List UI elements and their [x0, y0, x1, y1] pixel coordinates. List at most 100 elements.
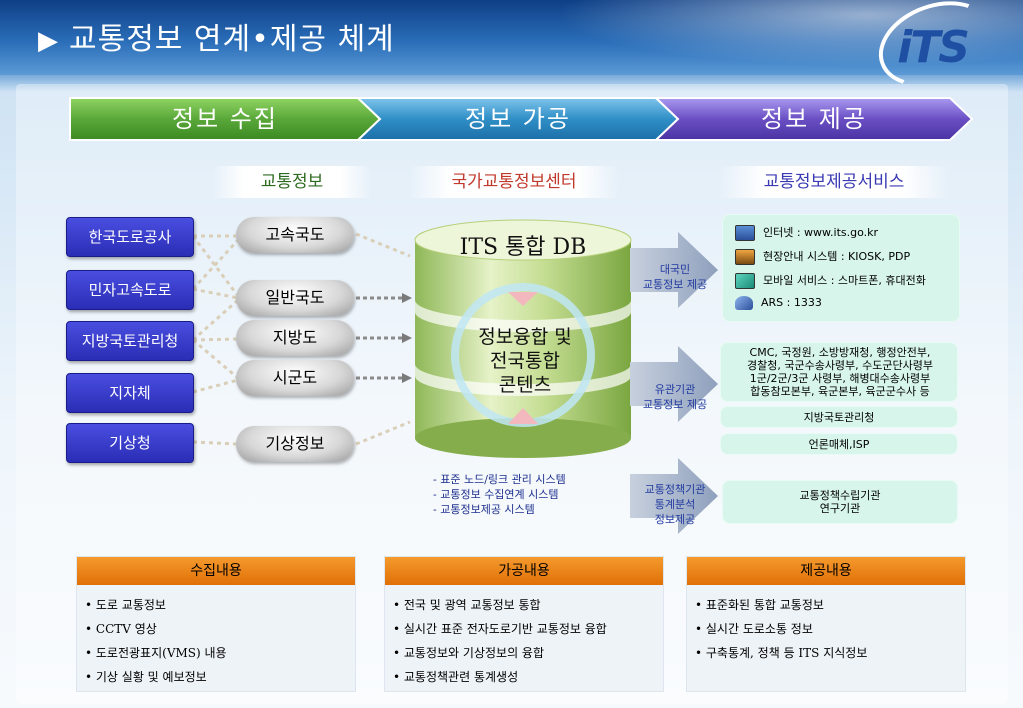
connector-line — [192, 440, 237, 446]
page-title: ▶교통정보 연계•제공 체계 — [38, 14, 395, 58]
collect-content-header: 수집내용 — [77, 557, 355, 585]
title-swoosh — [503, 0, 1023, 75]
arrow-label-line: 정보제공 — [654, 513, 696, 526]
arrow-public — [630, 232, 718, 308]
db-arrow-down — [508, 292, 538, 306]
arrow-label-line: 통계분석 — [654, 498, 696, 511]
connector-line — [192, 337, 239, 342]
source-korea-expressway: 한국도로공사 — [66, 217, 194, 257]
arrow-label-public: 대국민 교통정보 제공 — [633, 262, 717, 292]
stage-provide-label: 정보 제공 — [761, 105, 867, 133]
service-ars-text: ARS : 1333 — [761, 296, 822, 309]
system-note: - 교통정보제공 시스템 — [433, 503, 535, 516]
db-center-line: 정보융합 및 — [478, 326, 572, 348]
arrow-label-line: 교통정보 제공 — [642, 398, 708, 411]
db-center-line: 콘텐츠 — [498, 374, 552, 396]
system-note: - 교통정보 수집연계 시스템 — [433, 488, 559, 501]
connector-line — [191, 238, 240, 291]
service-box — [722, 214, 960, 322]
service-internet-text: 인터넷 : www.its.go.kr — [763, 226, 879, 239]
road-municipal: 시군도 — [236, 360, 354, 396]
connector-line — [355, 420, 411, 446]
connector-line — [192, 378, 239, 394]
telephone-icon — [735, 296, 753, 310]
agencies-line: CMC, 국정원, 소방방재청, 행정안전부, — [749, 346, 931, 359]
arrow-label-policy: 교통정책기관 통계분석 정보제공 — [633, 482, 717, 527]
title-bar — [0, 0, 1023, 75]
list-item: • 기상 실황 및 예보정보 — [85, 670, 207, 684]
policy-org-line: 연구기관 — [819, 502, 861, 515]
connector-line — [192, 298, 239, 342]
stage-collect-label: 정보 수집 — [172, 105, 278, 133]
db-center-line: 전국통합 — [490, 350, 560, 372]
db-cylinder-bottom — [415, 418, 631, 458]
collect-content-box: 수집내용 • 도로 교통정보 • CCTV 영상 • 도로전광표지(VMS) 내… — [76, 556, 356, 692]
road-provincial: 지방도 — [236, 320, 354, 356]
db-title: ITS 통합 DB — [459, 235, 587, 260]
provide-content-box: 제공내용 • 표준화된 통합 교통정보 • 실시간 도로소통 정보 • 구축통계… — [686, 556, 966, 692]
db-arrow-up — [508, 408, 538, 424]
agencies-text: CMC, 국정원, 소방방재청, 행정안전부, 경찰청, 국군수송사령부, 수도… — [722, 346, 958, 398]
db-band — [415, 364, 631, 396]
arrow-agencies — [630, 346, 718, 422]
db-center-text: 정보융합 및 전국통합 콘텐츠 — [440, 325, 610, 397]
media-text: 언론매체,ISP — [808, 438, 870, 451]
list-item: • 교통정보와 기상정보의 융합 — [393, 646, 545, 660]
connector-line — [192, 287, 239, 300]
logo-text: iTS — [897, 22, 970, 73]
road-national: 일반국도 — [236, 280, 354, 316]
list-item: • CCTV 영상 — [85, 622, 157, 636]
stage-provide-arrow — [654, 97, 974, 141]
service-kiosk-text: 현장안내 시스템 : KIOSK, PDP — [763, 250, 911, 263]
policy-org-text: 교통정책수립기관 연구기관 — [722, 489, 958, 515]
db-cylinder-top — [414, 219, 632, 261]
arrow-label-agencies: 유관기관 교통정보 제공 — [633, 382, 717, 412]
arrow-head — [402, 333, 412, 343]
agencies-line: 1군/2군/3군 사령부, 해병대수송사령부 — [749, 372, 931, 385]
agencies-line: 합동참모본부, 육군본부, 육군군수사 등 — [750, 385, 930, 398]
source-regional-land-office: 지방국토관리청 — [66, 321, 194, 361]
system-note: - 표준 노드/링크 관리 시스템 — [433, 473, 566, 486]
arrow-head — [402, 373, 412, 383]
category-provide: 교통정보제공서비스 — [718, 166, 950, 198]
connector-line — [355, 232, 411, 258]
provide-content-list: • 표준화된 통합 교통정보 • 실시간 도로소통 정보 • 구축통계, 정책 … — [687, 593, 965, 665]
process-content-header: 가공내용 — [385, 557, 663, 585]
service-kiosk: 현장안내 시스템 : KIOSK, PDP — [735, 248, 910, 265]
provide-content-header: 제공내용 — [687, 557, 965, 585]
mobile-phone-icon — [735, 273, 755, 289]
arrow-label-line: 유관기관 — [654, 383, 696, 396]
source-local-government: 지자체 — [66, 373, 194, 413]
arrow-label-line: 교통정책기관 — [644, 483, 706, 496]
db-band — [415, 300, 631, 332]
list-item: • 실시간 표준 전자도로기반 교통정보 융합 — [393, 622, 607, 636]
process-content-list: • 전국 및 광역 교통정보 통합 • 실시간 표준 전자도로기반 교통정보 융… — [385, 593, 663, 689]
category-collect: 교통정보 — [212, 166, 372, 198]
service-mobile: 모바일 서비스 : 스마트폰, 휴대전화 — [735, 272, 926, 289]
media-box — [720, 433, 958, 455]
connector-line — [192, 338, 239, 380]
list-item: • 도로 교통정보 — [85, 598, 166, 612]
list-item: • 도로전광표지(VMS) 내용 — [85, 646, 227, 660]
road-expressway: 고속국도 — [236, 217, 354, 253]
stage-collect: 정보 수집 — [68, 96, 382, 142]
arrow-label-line: 교통정보 제공 — [642, 278, 708, 291]
system-notes: - 표준 노드/링크 관리 시스템 - 교통정보 수집연계 시스템 - 교통정보… — [433, 472, 566, 517]
source-private-expressway: 민자고속도로 — [66, 270, 194, 310]
arrow-label-line: 대국민 — [659, 263, 691, 276]
stage-process-label: 정보 가공 — [465, 105, 571, 133]
stage-provide: 정보 제공 — [654, 96, 974, 142]
list-item: • 표준화된 통합 교통정보 — [695, 598, 824, 612]
list-item: • 실시간 도로소통 정보 — [695, 622, 813, 636]
service-internet: 인터넷 : www.its.go.kr — [735, 224, 878, 241]
list-item: • 교통정책관련 통계생성 — [393, 670, 519, 684]
list-item: • 구축통계, 정책 등 ITS 지식정보 — [695, 646, 868, 660]
arrow-policy — [630, 458, 718, 534]
db-cylinder-body — [415, 240, 631, 438]
agencies-box — [720, 342, 958, 402]
arrow-head — [402, 293, 412, 303]
agencies-line: 경찰청, 국군수송사령부, 수도군단사령부 — [746, 359, 934, 372]
regional-office-text: 지방국토관리청 — [803, 411, 875, 424]
source-weather-agency: 기상청 — [66, 423, 194, 463]
